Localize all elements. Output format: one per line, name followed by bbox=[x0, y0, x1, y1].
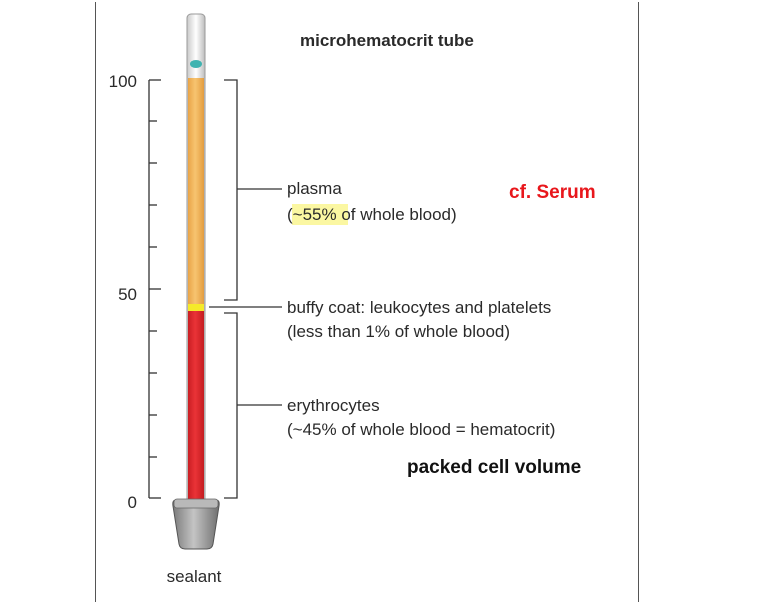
plasma-pct-highlight bbox=[292, 204, 348, 225]
meniscus-dot bbox=[190, 60, 202, 68]
tube-plasma-layer bbox=[188, 78, 204, 305]
erythrocytes-bracket bbox=[224, 312, 238, 499]
diagram-title: microhematocrit tube bbox=[300, 31, 474, 50]
packed-cell-volume-note: packed cell volume bbox=[407, 457, 581, 478]
sealant-label: sealant bbox=[167, 567, 222, 586]
serum-note: cf. Serum bbox=[509, 182, 596, 203]
tube-buffy-coat-layer bbox=[188, 304, 204, 311]
scale-label-0: 0 bbox=[128, 493, 137, 512]
buffy-coat-label: buffy coat: leukocytes and platelets bbox=[287, 298, 551, 317]
plasma-description: (~55% of whole blood) bbox=[287, 205, 457, 224]
sealant-plug-rim bbox=[173, 498, 219, 509]
sealant-plug bbox=[172, 499, 220, 550]
scale-label-100: 100 bbox=[109, 72, 137, 91]
tube-erythrocyte-layer bbox=[188, 311, 204, 504]
plasma-label: plasma bbox=[287, 179, 342, 198]
buffy-coat-description: (less than 1% of whole blood) bbox=[287, 322, 510, 341]
plasma-open-paren: ( bbox=[287, 205, 293, 224]
figure-frame bbox=[95, 2, 639, 602]
scale-ruler bbox=[148, 79, 161, 499]
plasma-bracket bbox=[224, 79, 238, 301]
erythrocytes-description: (~45% of whole blood = hematocrit) bbox=[287, 420, 555, 439]
erythrocytes-label: erythrocytes bbox=[287, 396, 380, 415]
scale-label-50: 50 bbox=[118, 285, 137, 304]
plasma-description-rest: of whole blood) bbox=[337, 205, 457, 224]
plasma-percentage: ~55% bbox=[293, 205, 337, 224]
